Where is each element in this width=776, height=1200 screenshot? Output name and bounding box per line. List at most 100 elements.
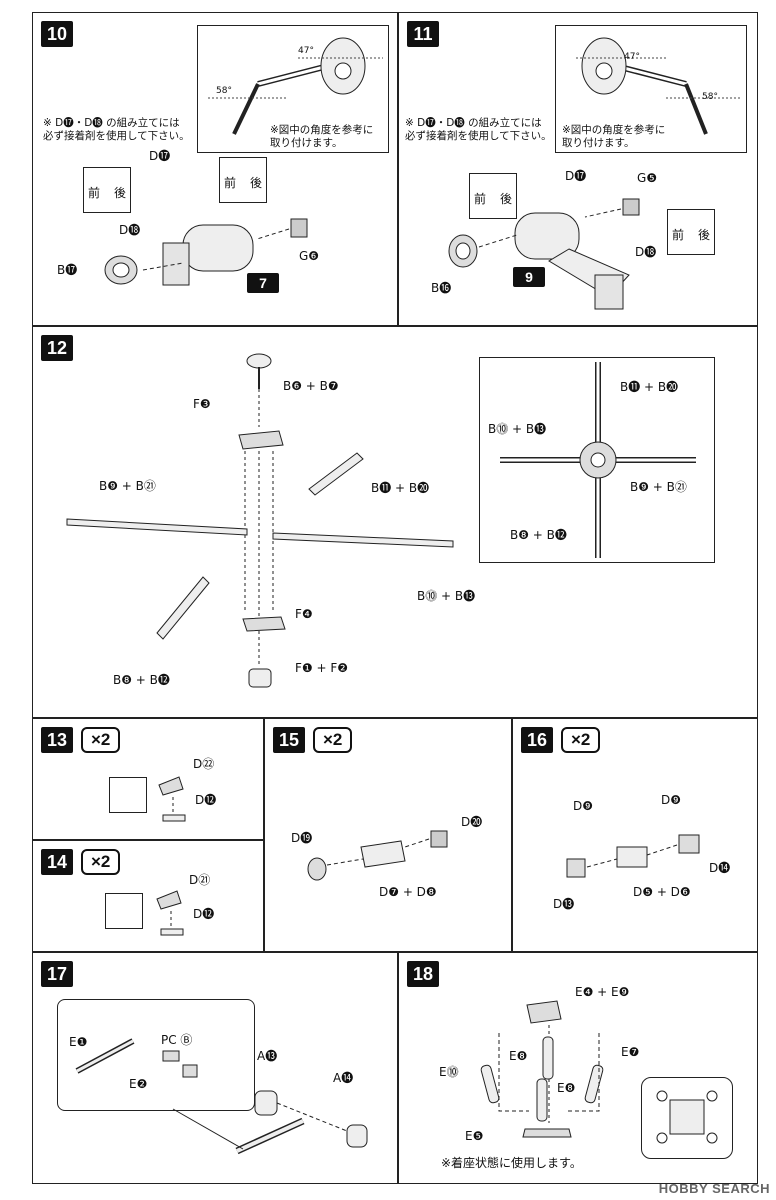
part-label-d12: D⓬: [193, 907, 215, 921]
part-label-d5-d6: D❺ + D❻: [633, 885, 691, 899]
step-11-panel: 11 47° 58° ※図中の角度を参考に 取り付けます。 ※ D⓱・D⓲ の組…: [398, 12, 758, 326]
back-label: 後: [698, 228, 711, 242]
angle-note: ※図中の角度を参考に 取り付けます。: [270, 124, 374, 149]
step-number: 15: [273, 727, 305, 753]
part-label-d9-right: D❾: [661, 793, 681, 807]
angle-label-b: 58°: [702, 92, 718, 102]
step-12-panel: 12 B❻ + B❼ F❸ B⓫ + B⓴ B❾ + B㉑ F❹ B⓾ + B⓭…: [32, 326, 758, 718]
part-label-d20: D⓴: [461, 815, 483, 829]
step-14-drawing: [156, 890, 184, 936]
part-label-d14: D⓮: [709, 861, 731, 875]
step-number: 12: [41, 335, 73, 361]
part-label-b16: B⓰: [431, 281, 452, 295]
step-18-panel: 18 E❹ + E❾ E❽ E❼ E⓾ E❽ E❺ ※着座状態に使用します。: [398, 952, 758, 1184]
part-label-e1: E❶: [69, 1035, 88, 1049]
step-number: 18: [407, 961, 439, 987]
part-label-d21: D㉑: [189, 873, 211, 887]
part-label-pc-b: PC Ⓑ: [161, 1033, 193, 1047]
front-back-inset-2: 前 後: [667, 209, 715, 255]
angle-reference-inset: 47° 58° ※図中の角度を参考に 取り付けます。: [555, 25, 747, 153]
step-number: 14: [41, 849, 73, 875]
shape-hint-inset: [109, 777, 147, 813]
step-17-panel: 17 E❶ PC Ⓑ E❷ A⓭ A⓮: [32, 952, 398, 1184]
part-label-a13: A⓭: [257, 1049, 278, 1063]
front-label: 前: [88, 186, 101, 200]
step-12-drawing: [66, 353, 454, 688]
part-label-d12: D⓬: [195, 793, 217, 807]
part-label-d17: D⓱: [565, 169, 587, 183]
step-15-panel: 15 ×2 D⓳ D⓴ D❼ + D❽: [264, 718, 512, 952]
barrel-inset: [57, 999, 255, 1111]
shape-hint-inset: [105, 893, 143, 929]
part-label-b17: B⓱: [57, 263, 78, 277]
inset-label-b9-b21: B❾ + B㉑: [630, 480, 687, 494]
part-label-b11-b20: B⓫ + B⓴: [371, 481, 430, 495]
part-label-e5: E❺: [465, 1129, 484, 1143]
part-label-d19: D⓳: [291, 831, 313, 845]
part-label-e2: E❷: [129, 1077, 148, 1091]
back-label: 後: [114, 186, 127, 200]
front-label: 前: [474, 192, 487, 206]
angle-reference-drawing: [576, 37, 741, 135]
part-label-d18: D⓲: [119, 223, 141, 237]
step-number: 13: [41, 727, 73, 753]
part-label-f4: F❹: [295, 607, 313, 621]
front-back-inset-1: 前 後: [469, 173, 517, 219]
step-15-drawing: [307, 830, 448, 881]
step-16-panel: 16 ×2 D❾ D❾ D⓮ D⓭ D❺ + D❻: [512, 718, 758, 952]
step-14-panel: 14 ×2 D㉑ D⓬: [32, 840, 264, 952]
step-18-drawing: [480, 1000, 604, 1138]
quantity-badge: ×2: [81, 849, 121, 875]
step-10-drawing: [104, 218, 308, 286]
step-17-drawing: [75, 1038, 368, 1155]
part-label-b10-b13: B⓾ + B⓭: [417, 589, 476, 603]
part-label-a14: A⓮: [333, 1071, 354, 1085]
part-label-g6: G❻: [299, 249, 320, 263]
part-label-b9-b21: B❾ + B㉑: [99, 479, 156, 493]
part-label-e8-left: E❽: [509, 1049, 528, 1063]
angle-label-a: 47°: [298, 46, 314, 56]
step-13-drawing: [158, 776, 186, 822]
angle-note: ※図中の角度を参考に 取り付けます。: [562, 124, 666, 149]
inset-label-b11-b20: B⓫ + B⓴: [620, 380, 679, 394]
part-label-d9-left: D❾: [573, 799, 593, 813]
quantity-badge: ×2: [81, 727, 121, 753]
part-label-d17: D⓱: [149, 149, 171, 163]
part-label-b6-b7: B❻ + B❼: [283, 379, 339, 393]
step-number: 10: [41, 21, 73, 47]
part-label-f1-f2: F❶ + F❷: [295, 661, 349, 675]
rotor-hub-inset: B⓫ + B⓴ B⓾ + B⓭ B❾ + B㉑ B❽ + B⓬: [479, 357, 715, 563]
front-back-inset-2: 前 後: [219, 157, 267, 203]
part-label-d18: D⓲: [635, 245, 657, 259]
front-label: 前: [224, 176, 237, 190]
part-label-d13: D⓭: [553, 897, 575, 911]
inset-label-b8-b12: B❽ + B⓬: [510, 528, 567, 542]
quantity-badge: ×2: [561, 727, 601, 753]
part-label-g5: G❺: [637, 171, 658, 185]
angle-reference-inset: 47° 58° ※図中の角度を参考に 取り付けます。: [197, 25, 389, 153]
back-label: 後: [250, 176, 263, 190]
glue-note: ※ D⓱・D⓲ の組み立てには 必ず接着剤を使用して下さい。: [405, 117, 552, 142]
part-label-d7-d8: D❼ + D❽: [379, 885, 437, 899]
seated-detail-inset: [641, 1077, 733, 1159]
part-label-e8-right: E❽: [557, 1081, 576, 1095]
inset-label-b10-b13: B⓾ + B⓭: [488, 422, 547, 436]
part-label-d22: D㉒: [193, 757, 215, 771]
back-label: 後: [500, 192, 513, 206]
seated-note: ※着座状態に使用します。: [441, 1156, 582, 1170]
glue-note: ※ D⓱・D⓲ の組み立てには 必ず接着剤を使用して下さい。: [43, 117, 190, 142]
hobby-search-watermark: HOBBY SEARCH: [658, 1181, 770, 1196]
step-number: 16: [521, 727, 553, 753]
step-16-drawing: [566, 834, 700, 878]
front-back-inset-1: 前 後: [83, 167, 131, 213]
part-label-e7: E❼: [621, 1045, 640, 1059]
angle-reference-drawing: [208, 37, 383, 135]
step-number: 11: [407, 21, 439, 47]
step-11-drawing: [448, 198, 640, 310]
front-label: 前: [672, 228, 685, 242]
seated-detail-drawing: [656, 1090, 718, 1144]
rotor-hub-drawing: [500, 362, 696, 558]
part-label-e4-e9: E❹ + E❾: [575, 985, 630, 999]
angle-label-a: 47°: [624, 52, 640, 62]
step-10-panel: 10 47° 58° ※図中の角度を参考に 取り付けます。 ※ D⓱・D⓲ の組…: [32, 12, 398, 326]
